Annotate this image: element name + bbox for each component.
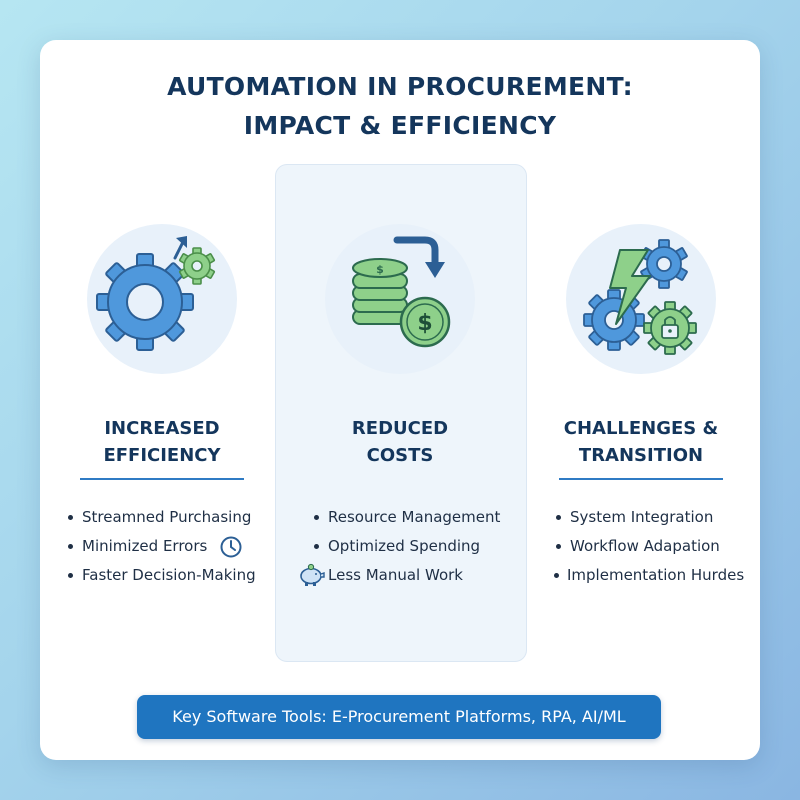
list-item-text: Implementation Hurdes: [567, 566, 745, 584]
heading-underline: [80, 478, 244, 480]
bullet-dot: [314, 515, 319, 520]
list-item: Minimized Errors: [42, 534, 282, 563]
clock-icon: [220, 536, 242, 558]
list-item: Less Manual Work: [280, 563, 520, 592]
bullet-dot: [68, 573, 73, 578]
piggy-bank-icon: [300, 563, 325, 586]
bullet-list: System Integration Workflow Adapation Im…: [521, 505, 761, 592]
column-increased-efficiency: INCREASED EFFICIENCY Streamned Purchasin…: [42, 0, 282, 800]
list-item-text: Faster Decision-Making: [82, 566, 256, 584]
list-item: Faster Decision-Making: [42, 563, 282, 592]
list-item: Implementation Hurdes: [521, 563, 761, 592]
list-item-text: Resource Management: [328, 508, 501, 526]
list-item-text: Minimized Errors: [82, 537, 208, 555]
list-item: System Integration: [521, 505, 761, 534]
heading-line-2: EFFICIENCY: [103, 445, 221, 466]
heading-line-1: INCREASED: [104, 418, 220, 439]
list-item-text: Less Manual Work: [328, 566, 463, 584]
list-item: Resource Management: [280, 505, 520, 534]
svg-text:$: $: [376, 263, 384, 276]
coin-stack-dollar-icon: $ $: [325, 224, 475, 374]
list-item-text: Optimized Spending: [328, 537, 481, 555]
svg-text:$: $: [417, 311, 432, 336]
list-item: Optimized Spending: [280, 534, 520, 563]
list-item: Streamned Purchasing: [42, 505, 282, 534]
column-challenges-transition: CHALLENGES & TRANSITION System Integrati…: [521, 0, 761, 800]
list-item-text: Workflow Adapation: [570, 537, 720, 555]
column-reduced-costs: $ $ REDUCED COSTS Resource Management Op…: [280, 0, 520, 800]
bullet-list: Resource Management Optimized Spending L…: [280, 505, 520, 592]
bullet-dot: [556, 544, 561, 549]
key-software-tools-banner: Key Software Tools: E-Procurement Platfo…: [137, 695, 661, 739]
heading-line-2: COSTS: [366, 445, 434, 466]
heading-line-1: CHALLENGES &: [563, 418, 719, 439]
list-item-text: Streamned Purchasing: [82, 508, 252, 526]
bullet-list: Streamned Purchasing Minimized Errors Fa…: [42, 505, 282, 592]
list-item: Workflow Adapation: [521, 534, 761, 563]
title-line-1: AUTOMATION IN PROCUREMENT:: [167, 72, 633, 101]
title-line-2: IMPACT & EFFICIENCY: [243, 111, 557, 140]
heading-line-1: REDUCED: [351, 418, 449, 439]
bullet-dot: [68, 544, 73, 549]
bullet-dot: [68, 515, 73, 520]
list-item-text: System Integration: [570, 508, 714, 526]
bullet-dot: [556, 515, 561, 520]
gears-lightning-lock-icon: [566, 224, 716, 374]
bullet-dot: [314, 544, 319, 549]
heading-underline: [559, 478, 723, 480]
bullet-dot: [554, 573, 559, 578]
gears-with-arrow-icon: [87, 224, 237, 374]
heading-line-2: TRANSITION: [578, 445, 704, 466]
